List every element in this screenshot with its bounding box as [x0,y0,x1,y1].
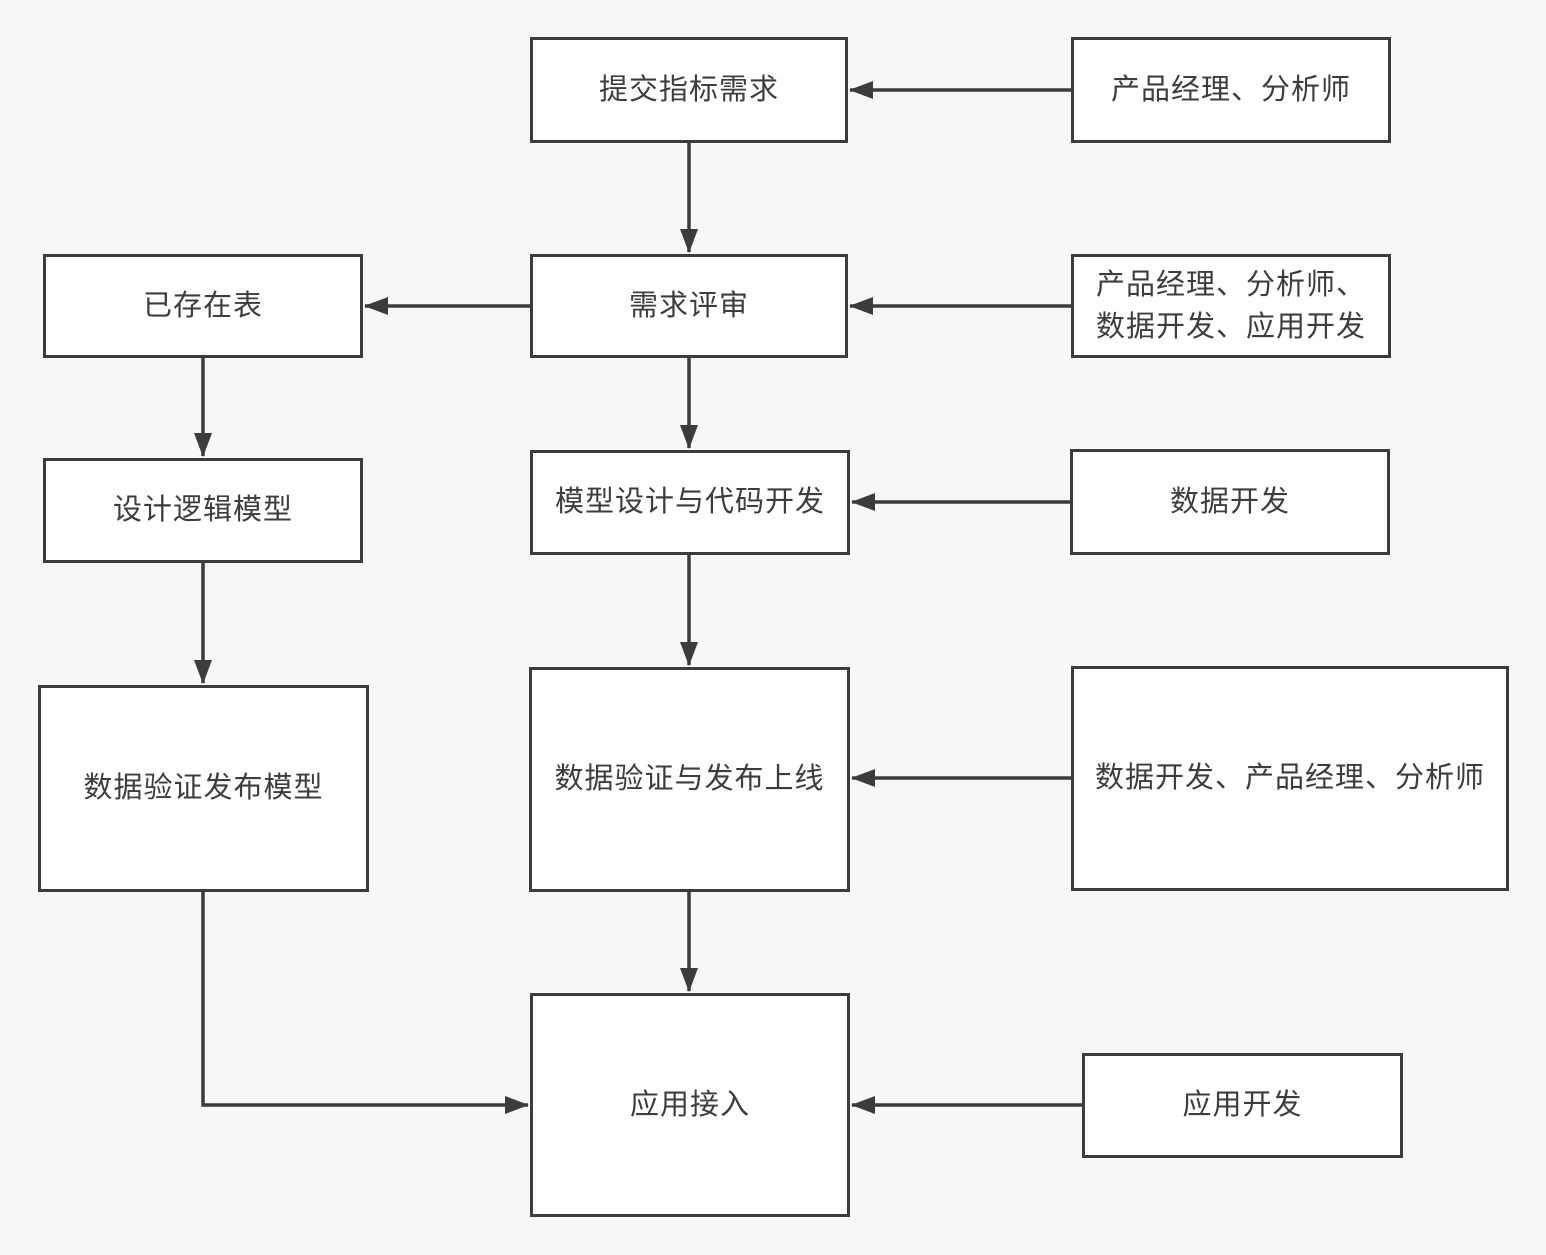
node-data-validation-publish-model: 数据验证发布模型 [38,685,369,892]
node-requirement-review-label: 需求评审 [628,289,749,322]
node-requirement-review: 需求评审 [530,254,848,358]
arrow-publishmodel-to-appaccess [201,892,529,1114]
node-model-design-code-dev: 模型设计与代码开发 [530,450,850,555]
node-role-pm-analyst-label: 产品经理、分析师 [1110,73,1351,106]
node-role-pm-analyst: 产品经理、分析师 [1071,37,1391,143]
node-role-app-dev: 应用开发 [1082,1053,1403,1158]
node-submit-requirement-label: 提交指标需求 [598,73,779,106]
node-role-data-dev: 数据开发 [1070,449,1390,555]
node-data-validation-release-online-label: 数据验证与发布上线 [554,763,825,796]
node-app-integration: 应用接入 [530,993,850,1217]
node-existing-table-label: 已存在表 [142,289,263,322]
node-data-validation-release-online: 数据验证与发布上线 [529,667,850,892]
node-existing-table: 已存在表 [43,254,363,358]
node-submit-requirement: 提交指标需求 [530,37,848,143]
node-role-data-dev-label: 数据开发 [1169,485,1290,518]
node-role-review-group-line2: 数据开发、应用开发 [1095,311,1366,343]
node-role-review-group: 产品经理、分析师、 数据开发、应用开发 [1071,254,1391,358]
node-role-dd-pm-analyst: 数据开发、产品经理、分析师 [1071,666,1509,891]
node-data-validation-publish-model-label: 数据验证发布模型 [83,772,324,805]
node-role-app-dev-label: 应用开发 [1182,1089,1303,1122]
node-design-logic-model-label: 设计逻辑模型 [112,494,293,527]
node-app-integration-label: 应用接入 [629,1088,750,1121]
node-design-logic-model: 设计逻辑模型 [43,458,363,563]
node-role-dd-pm-analyst-label: 数据开发、产品经理、分析师 [1094,762,1485,795]
node-role-review-group-line1: 产品经理、分析师、 [1095,268,1366,301]
node-model-design-code-dev-label: 模型设计与代码开发 [554,486,825,519]
